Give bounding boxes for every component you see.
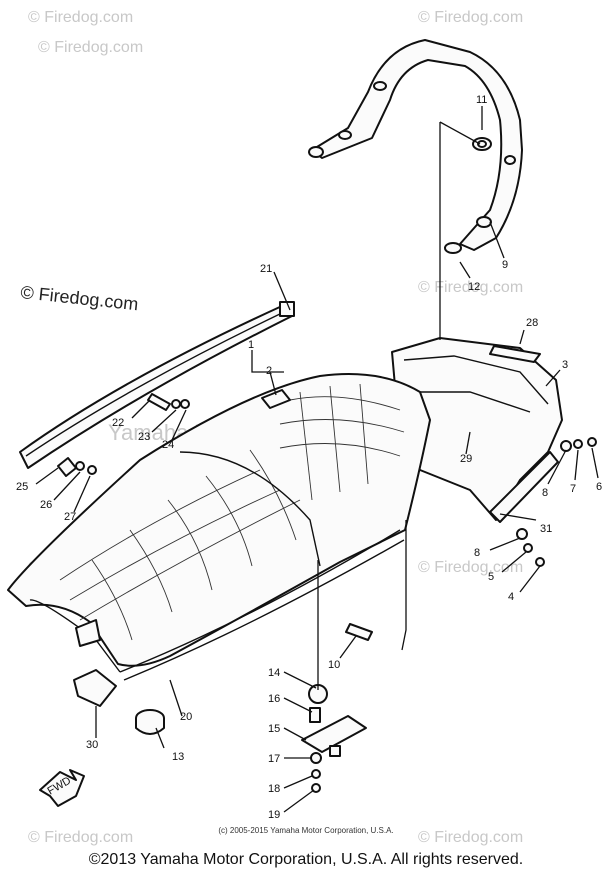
callout-12: 12	[468, 281, 480, 293]
watermarks: © Firedog.com © Firedog.com © Firedog.co…	[20, 9, 524, 846]
callout-18: 18	[268, 783, 280, 795]
watermark-row2: © Firedog.com	[38, 39, 143, 56]
small-copyright: (c) 2005-2015 Yamaha Motor Corporation, …	[218, 826, 394, 835]
bolts-22-24	[147, 393, 190, 411]
callout-14: 14	[268, 667, 280, 679]
callout-31: 31	[540, 523, 552, 535]
callout-24: 24	[162, 439, 174, 451]
watermark-top-left: © Firedog.com	[28, 9, 133, 26]
watermark-mid-right: © Firedog.com	[418, 279, 523, 296]
nuts-6-8	[560, 437, 597, 452]
callout-4: 4	[508, 591, 514, 603]
callout-17: 17	[268, 753, 280, 765]
seat-assembly	[7, 373, 431, 681]
callout-8a: 8	[542, 487, 548, 499]
grommet-12	[444, 242, 462, 254]
seat-strap	[19, 301, 295, 469]
callout-20: 20	[180, 711, 192, 723]
grommet-11	[472, 137, 492, 151]
callout-21: 21	[260, 263, 272, 275]
callout-6: 6	[596, 481, 602, 493]
callout-25: 25	[16, 481, 28, 493]
damper-13	[135, 709, 165, 735]
seat-hook-30	[73, 669, 117, 707]
watermark-top-right: © Firedog.com	[418, 9, 523, 26]
callout-22: 22	[112, 417, 124, 429]
watermark-bottom-left: © Firedog.com	[28, 829, 133, 846]
callout-13: 13	[172, 751, 184, 763]
bracket-15	[301, 684, 367, 793]
callout-1: 1	[248, 339, 254, 351]
callout-9: 9	[502, 259, 508, 271]
copyright-caption: ©2013 Yamaha Motor Corporation, U.S.A. A…	[88, 851, 524, 868]
callout-29: 29	[460, 453, 472, 465]
callout-19: 19	[268, 809, 280, 821]
bolt-10	[345, 623, 373, 641]
guard-31	[489, 451, 559, 523]
callout-7: 7	[570, 483, 576, 495]
callout-23: 23	[138, 431, 150, 443]
callout-11: 11	[476, 94, 487, 106]
watermark-bottom-right: © Firedog.com	[418, 829, 523, 846]
callout-2: 2	[266, 365, 272, 377]
callout-3: 3	[562, 359, 568, 371]
callout-27: 27	[64, 511, 76, 523]
fwd-arrow: FWD	[39, 769, 85, 807]
callout-5: 5	[488, 571, 494, 583]
callout-15: 15	[268, 723, 280, 735]
watermark-firedog-dark: © Firedog.com	[20, 282, 140, 314]
callout-26: 26	[40, 499, 52, 511]
emblem-28	[489, 345, 541, 363]
callout-10: 10	[328, 659, 340, 671]
callout-8b: 8	[474, 547, 480, 559]
leader-lines	[35, 106, 599, 813]
bolts-25-27	[57, 457, 97, 477]
callout-28: 28	[526, 317, 538, 329]
callouts: 11 9 12 21 1 2 28 3 22 23 24 29 8 7 6 25…	[16, 94, 602, 821]
watermark-low-right: © Firedog.com	[418, 559, 523, 576]
callout-30: 30	[86, 739, 98, 751]
callout-16: 16	[268, 693, 280, 705]
